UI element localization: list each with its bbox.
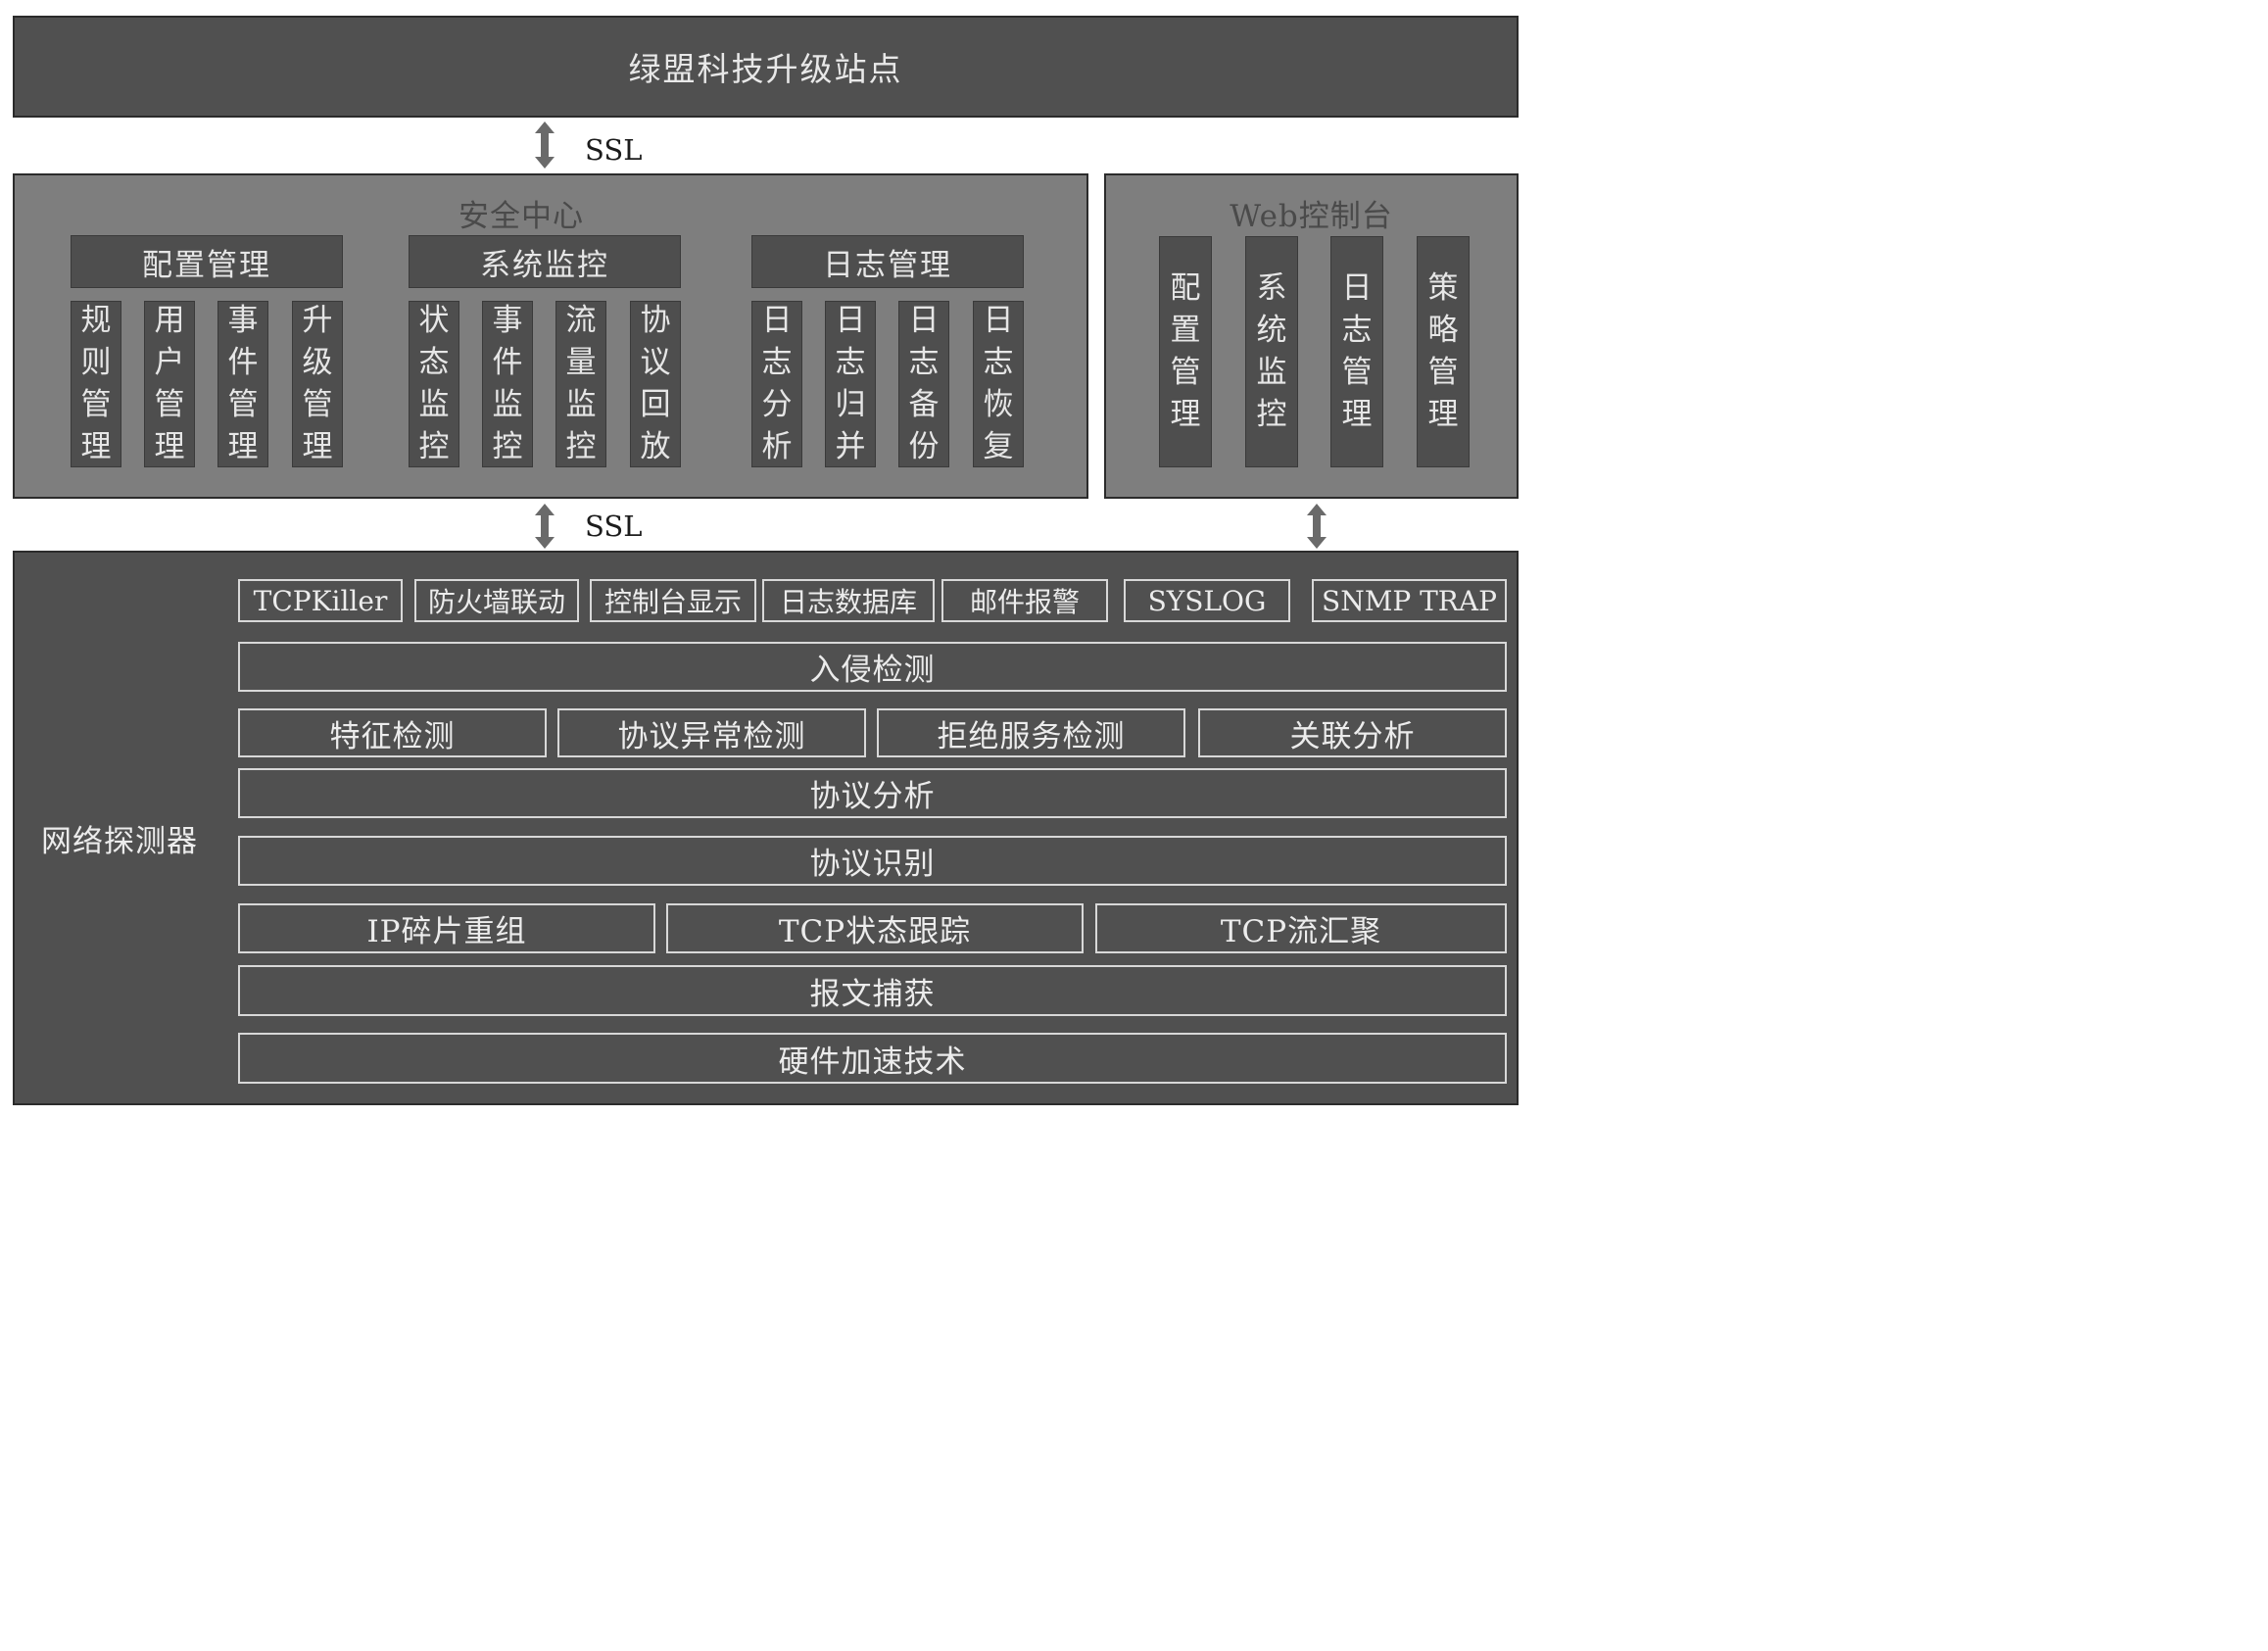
double-arrow-icon — [1307, 504, 1327, 549]
web-console-column: 系统监控 — [1245, 236, 1298, 467]
function-column: 协议回放 — [630, 301, 681, 467]
group-head-log: 日志管理 — [751, 235, 1024, 288]
detection-dos: 拒绝服务检测 — [877, 708, 1185, 757]
detection-correlation: 关联分析 — [1198, 708, 1507, 757]
web-console-title: Web控制台 — [1230, 199, 1393, 234]
tcp-stream-aggregation: TCP流汇聚 — [1095, 903, 1507, 953]
output-console: 控制台显示 — [590, 579, 756, 622]
output-firewall: 防火墙联动 — [414, 579, 579, 622]
function-column: 日志恢复 — [973, 301, 1024, 467]
output-tcpkiller: TCPKiller — [238, 579, 403, 622]
tcp-state-tracking: TCP状态跟踪 — [666, 903, 1084, 953]
detection-signature: 特征检测 — [238, 708, 547, 757]
detection-protocol-anomaly: 协议异常检测 — [557, 708, 866, 757]
output-syslog: SYSLOG — [1124, 579, 1290, 622]
security-center-title: 安全中心 — [458, 199, 584, 234]
ssl-label-upper: SSL — [585, 133, 643, 167]
output-snmp-trap: SNMP TRAP — [1312, 579, 1507, 622]
ip-fragment-reassembly: IP碎片重组 — [238, 903, 655, 953]
network-detector-panel — [13, 551, 1519, 1105]
upgrade-site-title: 绿盟科技升级站点 — [628, 50, 903, 88]
double-arrow-icon — [535, 121, 555, 169]
function-column: 状态监控 — [409, 301, 459, 467]
web-console-column: 策略管理 — [1417, 236, 1470, 467]
web-console-column: 配置管理 — [1159, 236, 1212, 467]
function-column: 用户管理 — [144, 301, 195, 467]
upgrade-site-bar: 绿盟科技升级站点 — [13, 16, 1519, 118]
output-log-db: 日志数据库 — [762, 579, 935, 622]
protocol-identification: 协议识别 — [238, 836, 1507, 886]
function-column: 流量监控 — [555, 301, 606, 467]
packet-capture: 报文捕获 — [238, 965, 1507, 1016]
function-column: 事件监控 — [482, 301, 533, 467]
function-column: 事件管理 — [217, 301, 268, 467]
double-arrow-icon — [535, 504, 555, 549]
intrusion-detection: 入侵检测 — [238, 642, 1507, 692]
function-column: 日志备份 — [898, 301, 949, 467]
function-column: 日志归并 — [825, 301, 876, 467]
function-column: 升级管理 — [292, 301, 343, 467]
group-head-config: 配置管理 — [71, 235, 343, 288]
network-detector-label: 网络探测器 — [41, 824, 198, 859]
protocol-analysis: 协议分析 — [238, 768, 1507, 818]
group-head-monitor: 系统监控 — [409, 235, 681, 288]
output-mail-alert: 邮件报警 — [941, 579, 1108, 622]
web-console-column: 日志管理 — [1330, 236, 1383, 467]
function-column: 日志分析 — [751, 301, 802, 467]
hardware-acceleration: 硬件加速技术 — [238, 1033, 1507, 1084]
ssl-label-lower: SSL — [585, 510, 643, 543]
function-column: 规则管理 — [71, 301, 121, 467]
